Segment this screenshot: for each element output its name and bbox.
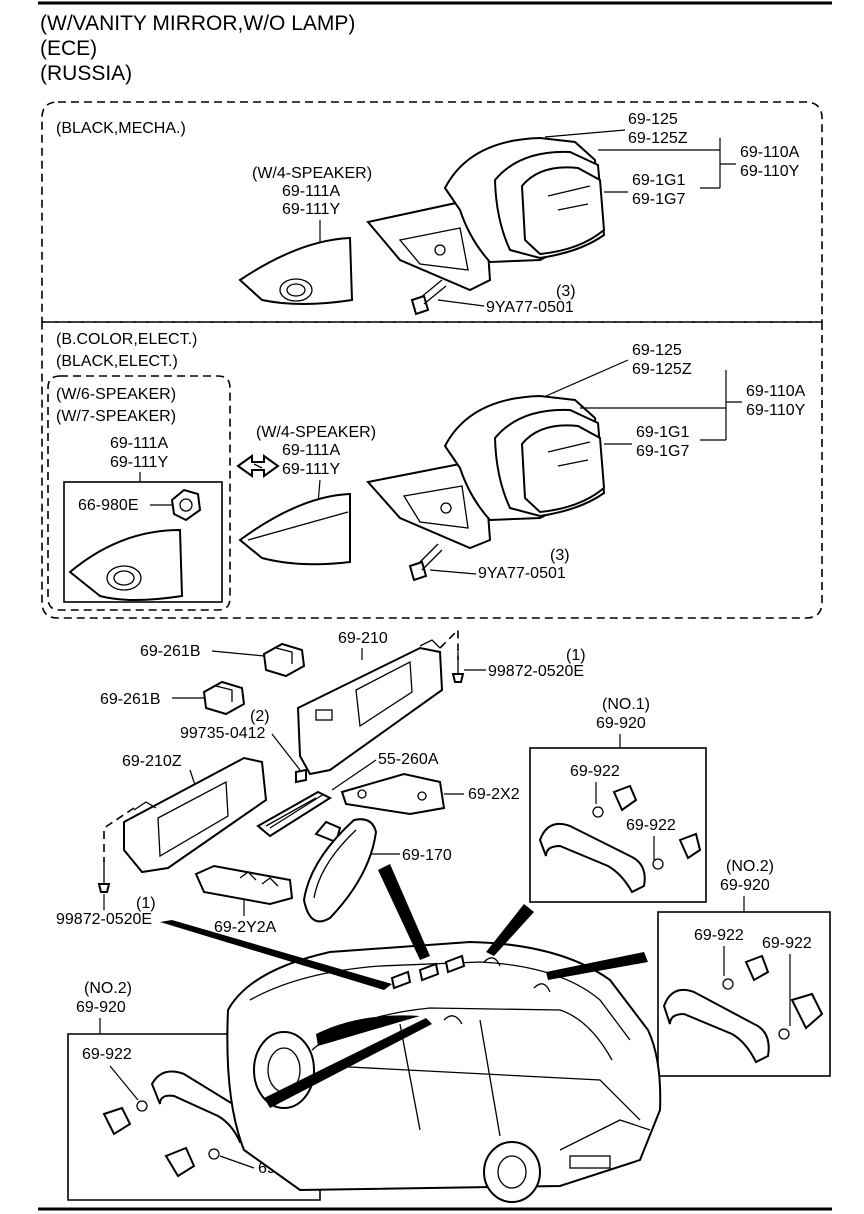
mid-speaker-cover — [238, 492, 351, 566]
top-mirror-part-125z: 69-125Z — [628, 130, 688, 147]
header-market-ece: (ECE) — [40, 37, 97, 60]
top-mirror-part-110y: 69-110Y — [740, 163, 800, 180]
small-screw-qty: (2) — [250, 708, 270, 725]
sub-speaker-cover — [68, 528, 184, 601]
grip-no1-title: (NO.1) — [602, 696, 650, 713]
sub-speaker-label-6: (W/6-SPEAKER) — [56, 386, 176, 403]
mid-mirror-part-110a: 69-110A — [746, 383, 806, 400]
top-mirror-part-1g7: 69-1G7 — [632, 191, 685, 208]
top-bolt-part: 9YA77-0501 — [486, 299, 574, 316]
grip-no2r-box — [657, 911, 831, 1077]
mid-mirror-part-110y: 69-110Y — [746, 402, 806, 419]
mid-mirror-bolt — [408, 543, 443, 582]
location-pointers — [160, 864, 648, 1108]
top-mirror-part-110a: 69-110A — [740, 144, 800, 161]
mid-speaker-part-a: 69-111A — [282, 442, 340, 459]
grip-no2r-clip-a: 69-922 — [694, 927, 744, 944]
grip-no2r-title: (NO.2) — [726, 858, 774, 875]
small-screw-part: 99735-0412 — [180, 725, 266, 742]
grip-no1-clip-a: 69-922 — [570, 763, 620, 780]
visor-left-screw-part: 99872-0520E — [56, 911, 152, 928]
visor-right-screw-qty: (1) — [566, 647, 586, 664]
top-speaker-part-b: 69-111Y — [282, 201, 340, 218]
visor-left-screw-qty: (1) — [136, 895, 156, 912]
section-top-label: (BLACK,MECHA.) — [56, 120, 186, 137]
small-screw — [295, 768, 307, 784]
grip-no2l-clip-a-leader — [109, 1065, 139, 1101]
holder-part: 69-2X2 — [468, 786, 520, 803]
bracket-part: 55-260A — [378, 751, 439, 768]
visor-right-screw-part: 99872-0520E — [488, 663, 584, 680]
top-mirror-part-125: 69-125 — [628, 111, 678, 128]
mid-bolt-part: 9YA77-0501 — [478, 565, 566, 582]
inner-mirror-part: 69-170 — [402, 847, 452, 864]
vehicle-illustration — [226, 940, 662, 1203]
grip-no2l-part: 69-920 — [76, 999, 126, 1016]
visor-right-part: 69-210 — [338, 630, 388, 647]
small-screw-leader — [271, 733, 301, 771]
clip-a-leader — [211, 650, 265, 657]
top-speaker-cover — [238, 236, 354, 305]
sub-speaker-part-a: 69-111A — [110, 435, 168, 452]
top-mirror-leaders — [544, 129, 736, 193]
top-speaker-label: (W/4-SPEAKER) — [252, 165, 372, 182]
mirror-holder — [340, 772, 446, 816]
mid-speaker-part-b: 69-111Y — [282, 461, 340, 478]
grip-no1-handle-icon — [538, 784, 702, 894]
inner-rearview-mirror — [302, 818, 378, 923]
visor-right-screw — [451, 652, 465, 683]
mid-speaker-label: (W/4-SPEAKER) — [256, 424, 376, 441]
bracket-leader — [331, 759, 377, 791]
sub-speaker-label-7: (W/7-SPEAKER) — [56, 408, 176, 425]
section-mid-label-bcolor: (B.COLOR,ELECT.) — [56, 331, 197, 348]
top-speaker-part-a: 69-111A — [282, 183, 340, 200]
visor-left-part: 69-210Z — [122, 753, 182, 770]
grip-no2r-handle-icon — [662, 954, 824, 1064]
top-bolt-leader — [437, 299, 485, 307]
top-mirror-bolt — [410, 279, 447, 316]
grip-no2l-clip-a: 69-922 — [82, 1046, 132, 1063]
left-bracket-part: 69-2Y2A — [214, 919, 277, 936]
top-door-mirror — [366, 136, 606, 292]
mid-door-mirror — [366, 394, 606, 550]
visor-left-screw — [97, 862, 111, 893]
mid-mirror-part-1g1: 69-1G1 — [636, 424, 689, 441]
sub-speaker-part-b: 69-111Y — [110, 454, 168, 471]
visor-clip-a-icon — [262, 642, 306, 678]
tweeter-part: 66-980E — [78, 497, 139, 514]
visor-clip-b-icon — [202, 680, 246, 716]
header-variant: (W/VANITY MIRROR,W/O LAMP) — [40, 12, 355, 35]
top-bolt-qty: (3) — [556, 283, 576, 300]
mid-mirror-leaders — [545, 359, 742, 445]
visor-left — [123, 756, 268, 874]
interchange-arrow-icon — [236, 454, 280, 478]
mid-mirror-part-125z: 69-125Z — [632, 361, 692, 378]
tweeter-icon — [170, 488, 202, 522]
mid-bolt-leader — [429, 569, 477, 575]
grip-no1-clip-b: 69-922 — [626, 817, 676, 834]
overhead-bracket — [256, 790, 333, 838]
header-market-russia: (RUSSIA) — [40, 62, 132, 85]
grip-no2r-clip-b: 69-922 — [762, 935, 812, 952]
mid-mirror-part-1g7: 69-1G7 — [636, 443, 689, 460]
clip-b-part: 69-261B — [100, 691, 161, 708]
grip-no2r-part: 69-920 — [720, 877, 770, 894]
grip-no1-box — [529, 747, 707, 903]
left-bracket — [194, 864, 294, 906]
mid-bolt-qty: (3) — [550, 547, 570, 564]
visor-right — [296, 639, 444, 776]
section-mid-frame — [41, 321, 823, 619]
grip-no2l-title: (NO.2) — [84, 980, 132, 997]
mid-mirror-part-125: 69-125 — [632, 342, 682, 359]
section-mid-label-black: (BLACK,ELECT.) — [56, 353, 178, 370]
visor-right-mount-line — [439, 628, 459, 660]
visor-left-mount-line — [103, 807, 135, 862]
sub-speaker-frame — [47, 375, 231, 611]
grip-no1-part: 69-920 — [596, 715, 646, 732]
grip-no2l-clip-b-leader — [219, 1155, 255, 1169]
sub-speaker-box — [63, 481, 223, 603]
top-mirror-part-1g1: 69-1G1 — [632, 172, 685, 189]
clip-a-part: 69-261B — [140, 643, 201, 660]
